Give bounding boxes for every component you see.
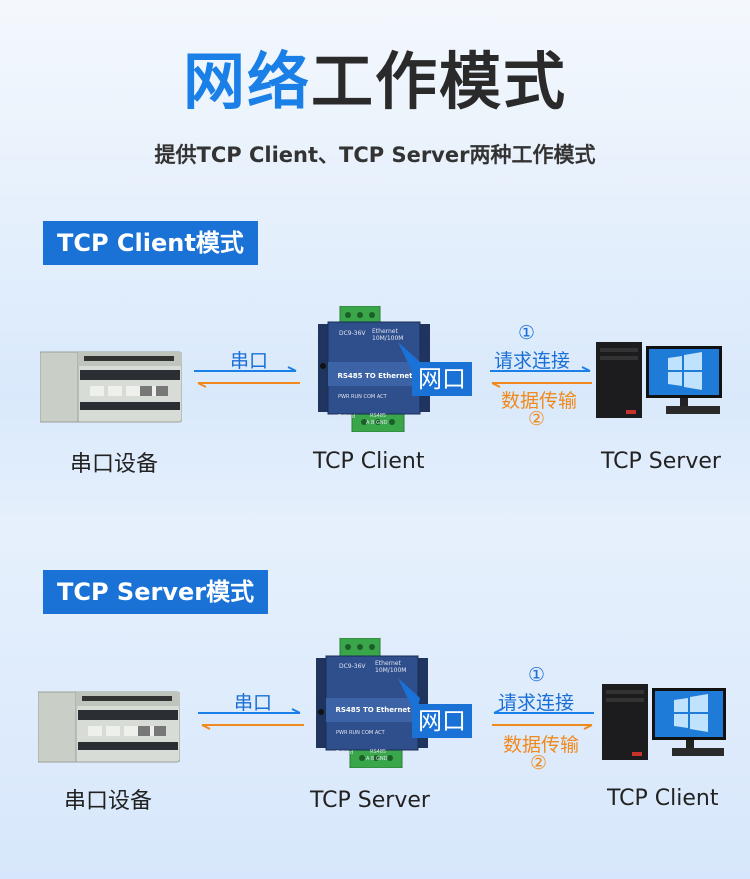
title-rest: 工作模式: [311, 45, 568, 118]
port-badge: 网口: [412, 362, 472, 396]
transfer-label: 数据传输: [503, 734, 580, 756]
transfer-label: 数据传输: [501, 390, 578, 412]
computer-icon: [596, 342, 722, 418]
mode-tag-server: TCP Server模式: [43, 570, 269, 614]
network-arrows: [490, 366, 592, 388]
connect-label: 请求连接: [498, 692, 575, 714]
device-top-text: DC9-36V: [339, 663, 366, 670]
device-eth-text: Ethernet 10M/100M: [372, 328, 404, 342]
remote-mode-label: TCP Client: [607, 786, 719, 811]
device-pins-text: A B GND: [366, 420, 388, 426]
device-rs485-text: RS485: [370, 749, 387, 755]
serial-device-icon: [38, 691, 180, 763]
device-reload-text: Reload: [338, 414, 356, 420]
device-rs485-text: RS485: [370, 413, 387, 419]
circle-one: ①: [518, 322, 536, 344]
serial-device-label: 串口设备: [64, 789, 153, 814]
serial-label: 串口: [234, 692, 273, 714]
circle-one: ①: [528, 664, 546, 686]
title-highlight: 网络: [182, 45, 311, 118]
mode-tag-client: TCP Client模式: [43, 221, 258, 265]
device-led-text: PWR RUN COM ACT: [336, 730, 385, 736]
converter-mode-label: TCP Server: [310, 788, 430, 813]
remote-mode-label: TCP Server: [601, 449, 721, 474]
device-eth-text: Ethernet 10M/100M: [375, 660, 407, 674]
device-led-text: PWR RUN COM ACT: [338, 394, 387, 400]
device-reload-text: Reload: [336, 750, 354, 756]
device-band-text: RS485 TO Ethernet: [335, 706, 411, 714]
converter-device-icon: [318, 306, 430, 432]
circle-two: ②: [528, 408, 546, 430]
serial-device-label: 串口设备: [70, 452, 159, 477]
device-top-text: DC9-36V: [339, 330, 366, 337]
device-pins-text: A B GND: [366, 756, 388, 762]
device-band-text: RS485 TO Ethernet: [337, 372, 413, 380]
circle-two: ②: [530, 752, 548, 774]
serial-label: 串口: [230, 350, 269, 372]
port-badge: 网口: [412, 704, 472, 738]
computer-icon: [602, 684, 726, 760]
converter-device-icon: [316, 638, 428, 768]
converter-mode-label: TCP Client: [313, 449, 425, 474]
serial-arrows: [198, 708, 304, 730]
network-arrows: [492, 708, 594, 730]
serial-device-icon: [40, 351, 182, 423]
page-title: 网络工作模式: [0, 44, 750, 120]
connect-label: 请求连接: [494, 350, 571, 372]
page-subtitle: 提供TCP Client、TCP Server两种工作模式: [154, 143, 596, 167]
serial-arrows: [194, 366, 300, 388]
